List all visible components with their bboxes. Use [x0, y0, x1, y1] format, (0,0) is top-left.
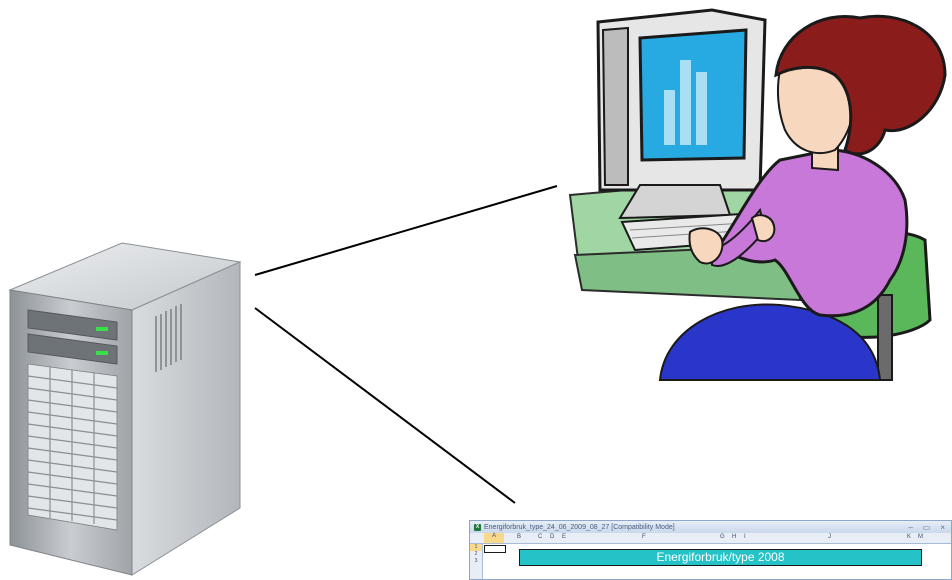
column-header-f[interactable]: F: [642, 534, 646, 540]
column-header-e[interactable]: E: [562, 534, 567, 540]
close-button[interactable]: ×: [940, 522, 945, 532]
excel-titlebar: X Energiforbruk_type_24_06_2009_08_27 [C…: [470, 521, 951, 533]
column-header-m[interactable]: M: [918, 534, 923, 540]
column-headers: A B C D E F G H I J K M: [470, 533, 951, 544]
row-header-2[interactable]: 2: [474, 551, 478, 557]
column-header-c[interactable]: C: [538, 534, 543, 540]
column-header-k[interactable]: K: [907, 534, 912, 540]
column-header-b[interactable]: B: [517, 534, 522, 540]
column-header-a[interactable]: A: [484, 533, 504, 543]
minimize-button[interactable]: –: [908, 522, 913, 532]
excel-window-title: Energiforbruk_type_24_06_2009_08_27 [Com…: [484, 523, 675, 531]
column-header-j[interactable]: J: [828, 534, 831, 540]
link-to-spreadsheet: [254, 307, 516, 504]
row-headers: 1 2 3: [470, 544, 483, 579]
column-header-h[interactable]: H: [732, 534, 737, 540]
column-header-g[interactable]: G: [720, 534, 725, 540]
row-header-1[interactable]: 1: [470, 544, 482, 551]
link-to-workstation: [254, 185, 558, 276]
active-cell-a1[interactable]: [484, 545, 506, 553]
excel-icon: X: [474, 523, 481, 531]
column-header-d[interactable]: D: [550, 534, 555, 540]
row-header-3[interactable]: 3: [474, 558, 478, 564]
column-header-i[interactable]: I: [744, 534, 746, 540]
worksheet-grid[interactable]: Energiforbruk/type 2008: [483, 544, 951, 579]
maximize-button[interactable]: ▭: [922, 522, 931, 532]
title-cell-banner[interactable]: Energiforbruk/type 2008: [519, 549, 922, 566]
excel-window: X Energiforbruk_type_24_06_2009_08_27 [C…: [469, 520, 952, 580]
